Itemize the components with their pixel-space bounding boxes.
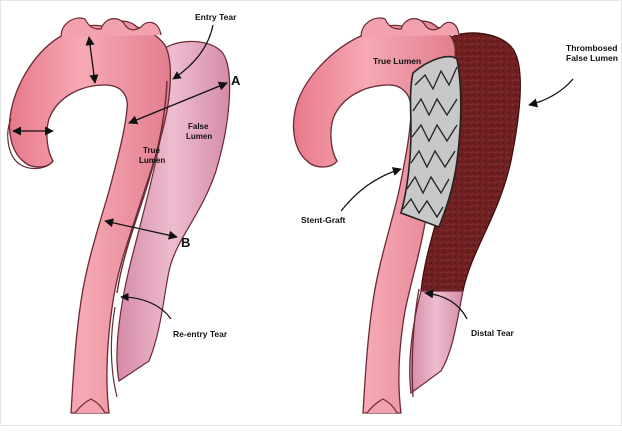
true-lumen-label-line2: Lumen xyxy=(139,156,165,165)
marker-b-label: B xyxy=(181,235,190,250)
entry-tear-label: Entry Tear xyxy=(195,12,237,22)
stent-graft-label: Stent-Graft xyxy=(301,215,346,225)
left-panel: Entry Tear A False Lumen True Lumen B Re… xyxy=(8,12,241,413)
distal-tear-label: Distal Tear xyxy=(471,328,515,338)
marker-a-label: A xyxy=(231,73,241,88)
false-lumen-label-line2: Lumen xyxy=(186,132,212,141)
thrombosed-arrow xyxy=(529,79,573,105)
intimal-flap-lower xyxy=(111,307,117,397)
true-lumen-label-line1: True xyxy=(143,146,160,155)
true-lumen-label-right: True Lumen xyxy=(373,56,421,66)
stent-graft-arrow xyxy=(341,169,401,211)
thrombosed-label-line2: False Lumen xyxy=(566,53,618,63)
branch-vessels-right xyxy=(361,18,459,37)
branch-vessels xyxy=(61,18,161,37)
distal-false-lumen xyxy=(410,291,463,393)
reentry-tear-label: Re-entry Tear xyxy=(173,329,228,339)
thrombosed-label-line1: Thrombosed xyxy=(566,43,617,53)
false-lumen-label-line1: False xyxy=(188,122,209,131)
right-panel: True Lumen Thrombosed False Lumen Stent-… xyxy=(294,18,618,413)
